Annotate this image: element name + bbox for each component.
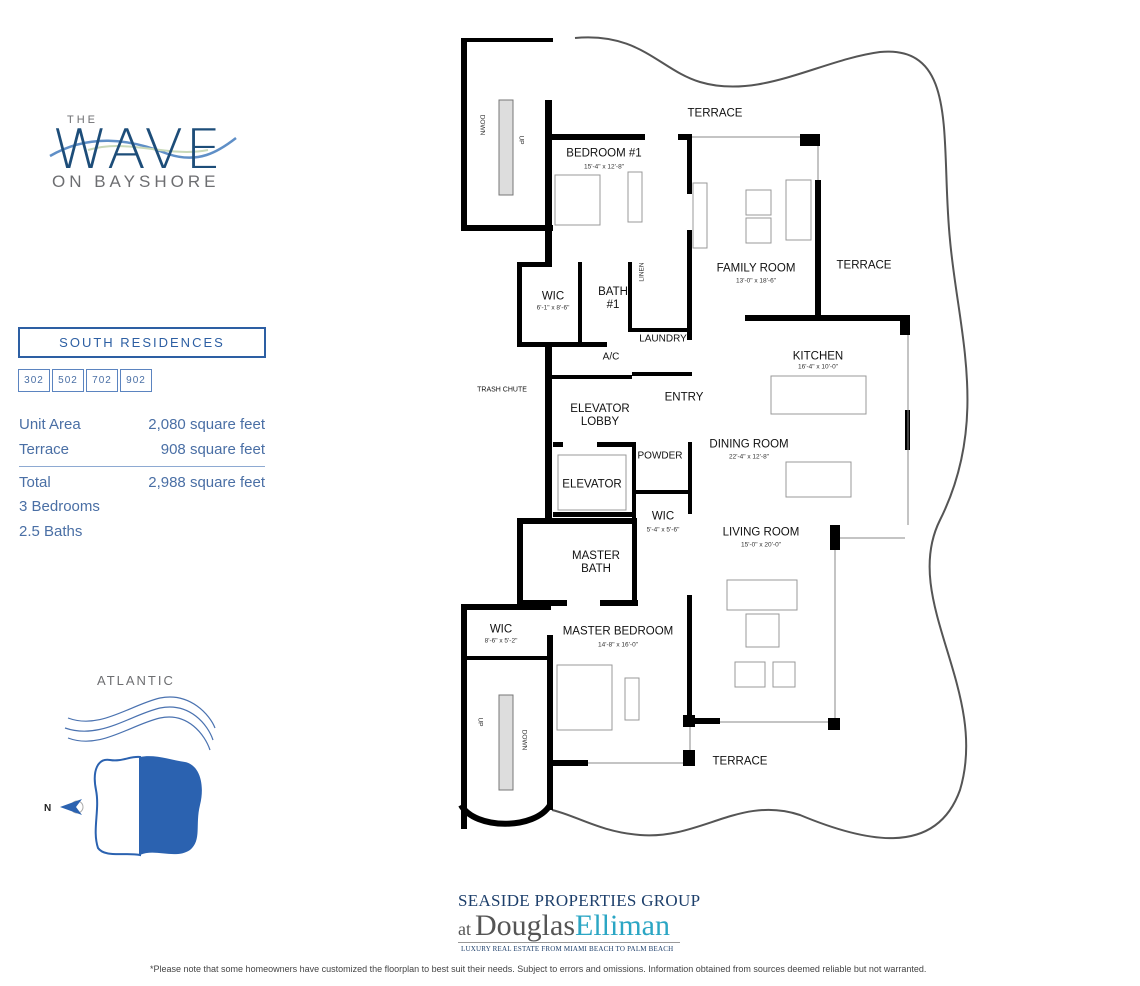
room-terrace-right: TERRACE [836,259,892,272]
room-dims: 15'-4" x 12'-8" [584,163,624,171]
room-family-room: FAMILY ROOM [716,262,796,275]
stat-total: Total 2,988 square feet [19,474,265,491]
room-ac: A/C [602,351,620,363]
trash-chute-label: TRASH CHUTE [477,386,527,394]
stat-label: Unit Area [19,416,81,433]
room-dims: 5'-4" x 5'-6" [646,526,680,534]
stat-label: Terrace [19,441,70,458]
stat-bedrooms: 3 Bedrooms [19,498,100,515]
residences-title: SOUTH RESIDENCES [18,327,266,358]
room-dims: 22'-4" x 12'-8" [729,453,769,461]
north-label: N [44,803,51,814]
room-dims: 6'-1" x 8'-6" [536,304,570,312]
broker-name: at DouglasElliman [458,911,670,941]
unit-302[interactable]: 302 [18,369,50,392]
room-elevator: ELEVATOR [562,478,622,491]
orientation-diagram: N [44,696,216,857]
broker-name-part2: Elliman [575,909,670,942]
stat-label: Total [19,474,51,491]
broker-at: at [458,919,471,939]
window-lines [588,136,909,764]
room-terrace-top: TERRACE [687,107,743,120]
unit-902[interactable]: 902 [120,369,152,392]
room-elevator-lobby: ELEVATOR LOBBY [570,403,630,428]
room-wic-2: WIC [651,510,675,523]
broker-group-name: SEASIDE PROPERTIES GROUP [458,891,701,910]
wave-swoosh-icon [49,137,237,159]
stair-down-label: DOWN [520,729,528,751]
stair-up-label: UP [476,717,484,727]
logo-subtitle: ON BAYSHORE [52,172,220,191]
room-linen: LINEN [638,262,646,282]
room-wic-1: WIC [541,290,565,303]
broker-divider [458,942,680,943]
stair-down-label: DOWN [478,114,486,136]
room-powder: POWDER [637,450,683,462]
furniture [554,171,867,731]
stat-value: 2,080 square feet [148,416,265,433]
room-terrace-bottom: TERRACE [712,755,768,768]
unit-502[interactable]: 502 [52,369,84,392]
unit-list: 302 502 702 902 [18,369,152,392]
walls [461,38,910,829]
room-dims: 14'-8" x 16'-0" [598,641,638,649]
stat-value: 908 square feet [160,441,265,458]
room-dining-room: DINING ROOM [709,438,789,451]
room-kitchen: KITCHEN [792,350,844,363]
broker-name-part1: Douglas [475,909,575,942]
room-laundry: LAUNDRY [639,333,687,345]
stat-value: 2,988 square feet [148,474,265,491]
room-living-room: LIVING ROOM [722,526,800,539]
logo-wave: WAVE [52,118,224,181]
room-dims: 8'-6" x 5'-2" [484,637,518,645]
room-dims: 16'-4" x 10'-0" [798,363,838,371]
stat-baths: 2.5 Baths [19,523,83,540]
room-bath-1: BATH #1 [598,286,628,311]
room-dims: 13'-0" x 18'-6" [736,277,776,285]
room-wic-3: WIC [489,623,513,636]
stat-terrace: Terrace 908 square feet [19,441,265,458]
terrace-outline [551,36,969,840]
stat-unit-area: Unit Area 2,080 square feet [19,416,265,433]
stair-curve [458,803,553,827]
disclaimer: *Please note that some homeowners have c… [150,964,927,974]
floorplan-drawing [458,36,969,840]
room-bedroom-1: BEDROOM #1 [566,147,642,160]
broker-tagline: LUXURY REAL ESTATE FROM MIAMI BEACH TO P… [461,945,674,953]
ocean-waves-icon [64,696,216,751]
logo-the: THE [67,114,98,126]
unit-702[interactable]: 702 [86,369,118,392]
room-entry: ENTRY [664,391,704,404]
stat-divider [19,466,265,467]
room-dims: 15'-0" x 20'-0" [741,541,781,549]
room-master-bedroom: MASTER BEDROOM [562,625,674,638]
stairs [498,99,514,791]
stair-up-label: UP [517,135,525,145]
north-arrow-icon: N [44,799,84,815]
ocean-label: ATLANTIC [97,673,175,688]
room-master-bath: MASTER BATH [572,550,620,575]
building-footprint-icon [93,755,202,857]
